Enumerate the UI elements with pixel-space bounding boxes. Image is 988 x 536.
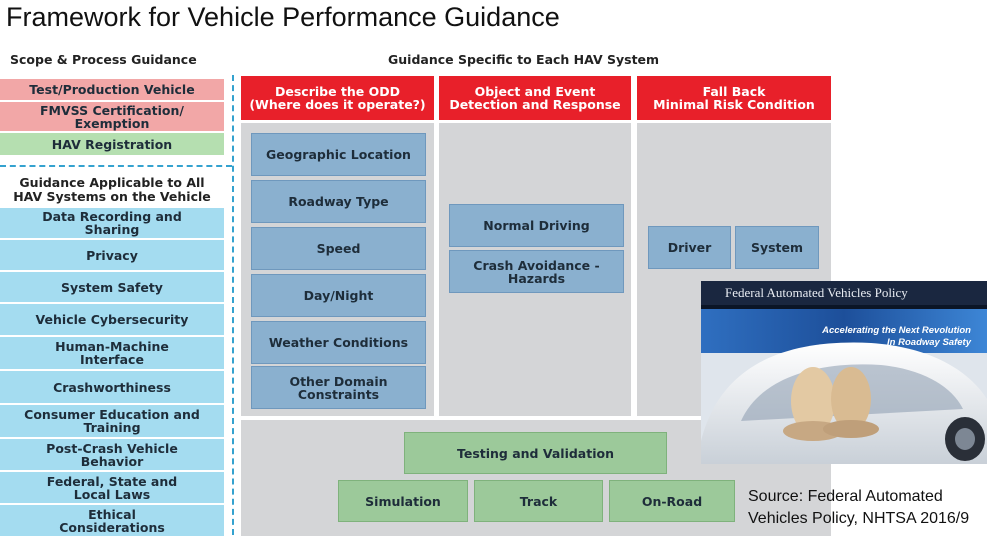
applicable-item-crashworthiness: Crashworthiness xyxy=(0,371,224,403)
odd-item-day-night: Day/Night xyxy=(251,274,426,317)
applicable-item-consumer-education: Consumer Education and Training xyxy=(0,405,224,437)
applicable-item-ethical-considerations: Ethical Considerations xyxy=(0,505,224,536)
page-title: Framework for Vehicle Performance Guidan… xyxy=(6,2,560,32)
applicable-item-system-safety: System Safety xyxy=(0,272,224,302)
applicable-item-privacy: Privacy xyxy=(0,240,224,270)
process-item-hav-registration: HAV Registration xyxy=(0,133,224,155)
testing-simulation-box: Simulation xyxy=(338,480,468,522)
oedr-item-normal-driving: Normal Driving xyxy=(449,204,624,247)
process-item-fmvss: FMVSS Certification/ Exemption xyxy=(0,102,224,131)
applicable-item-hmi: Human-Machine Interface xyxy=(0,337,224,369)
fallback-item-driver: Driver xyxy=(648,226,731,269)
applicable-item-vehicle-cybersecurity: Vehicle Cybersecurity xyxy=(0,304,224,335)
inset-subtitle-line-2: In Roadway Safety xyxy=(887,337,971,348)
scope-process-header: Scope & Process Guidance xyxy=(10,52,197,67)
oedr-column-header: Object and Event Detection and Response xyxy=(439,76,631,120)
hav-specific-header: Guidance Specific to Each HAV System xyxy=(388,52,660,67)
oedr-item-crash-avoidance: Crash Avoidance - Hazards xyxy=(449,250,624,293)
section-divider xyxy=(0,165,232,167)
vertical-divider xyxy=(232,75,234,535)
odd-item-geographic-location: Geographic Location xyxy=(251,133,426,176)
odd-item-weather-conditions: Weather Conditions xyxy=(251,321,426,364)
fallback-column-header: Fall Back Minimal Risk Condition xyxy=(637,76,831,120)
testing-on-road-box: On-Road xyxy=(609,480,735,522)
applicable-item-laws: Federal, State and Local Laws xyxy=(0,472,224,503)
process-item-test-production: Test/Production Vehicle xyxy=(0,79,224,100)
source-citation: Source: Federal Automated Vehicles Polic… xyxy=(748,486,969,530)
odd-column-header: Describe the ODD (Where does it operate?… xyxy=(241,76,434,120)
source-line-2: Vehicles Policy, NHTSA 2016/9 xyxy=(748,510,970,527)
odd-item-speed: Speed xyxy=(251,227,426,270)
applicable-item-data-recording: Data Recording and Sharing xyxy=(0,208,224,238)
inset-title: Federal Automated Vehicles Policy xyxy=(725,285,908,300)
car-interior-illustration xyxy=(701,281,987,464)
inset-subtitle-line-1: Accelerating the Next Revolution xyxy=(822,325,971,336)
applicable-item-post-crash-behavior: Post-Crash Vehicle Behavior xyxy=(0,439,224,470)
fallback-item-system: System xyxy=(735,226,819,269)
policy-cover-image: Federal Automated Vehicles Policy Accele… xyxy=(701,281,987,464)
source-line-1: Source: Federal Automated xyxy=(748,488,943,505)
applicable-header: Guidance Applicable to All HAV Systems o… xyxy=(13,175,211,204)
odd-item-other-domain-constraints: Other Domain Constraints xyxy=(251,366,426,409)
inset-subtitle: Accelerating the Next Revolution In Road… xyxy=(822,325,971,349)
testing-validation-box: Testing and Validation xyxy=(404,432,667,474)
testing-track-box: Track xyxy=(474,480,603,522)
odd-item-roadway-type: Roadway Type xyxy=(251,180,426,223)
